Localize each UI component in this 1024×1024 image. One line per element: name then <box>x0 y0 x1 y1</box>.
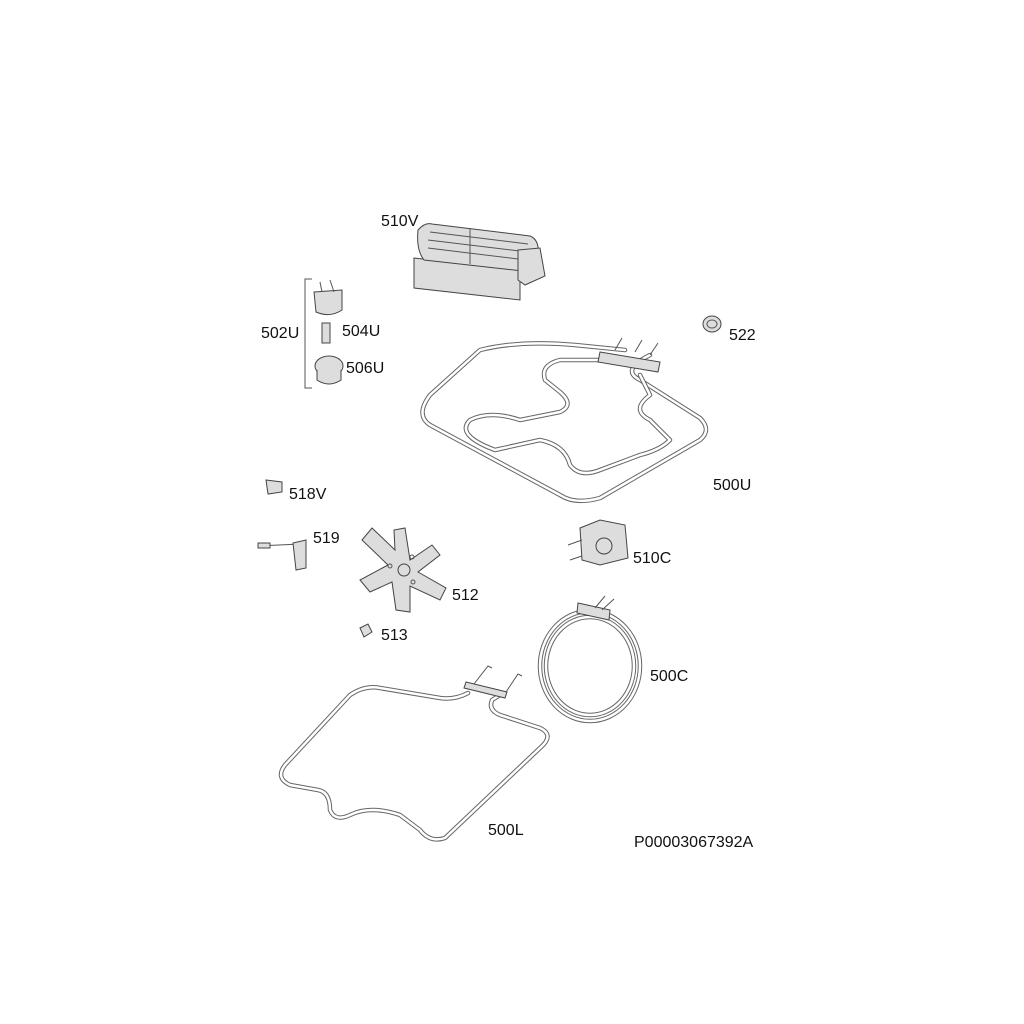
drawing-code: P00003067392A <box>634 834 754 851</box>
part-label-500c: 500C <box>650 668 689 685</box>
tangential-fan-510v[interactable] <box>413 223 546 301</box>
part-label-510v: 510V <box>381 213 419 230</box>
circular-element-500c[interactable] <box>537 595 643 724</box>
part-label-502u: 502U <box>261 325 300 342</box>
fan-blade-512[interactable] <box>359 527 447 613</box>
part-label-512: 512 <box>452 587 479 604</box>
fan-motor-510c[interactable] <box>567 519 629 566</box>
part-label-519: 519 <box>313 530 340 547</box>
part-label-506u: 506U <box>346 360 385 377</box>
bracket-519[interactable] <box>257 539 307 571</box>
clamp-522[interactable] <box>702 315 722 333</box>
part-label-518v: 518V <box>289 486 327 503</box>
part-label-510c: 510C <box>633 550 672 567</box>
part-label-522: 522 <box>729 327 756 344</box>
grill-element-500u[interactable] <box>420 337 709 504</box>
nut-513[interactable] <box>359 623 373 638</box>
part-label-513: 513 <box>381 627 408 644</box>
lamp-assembly-502u[interactable] <box>304 278 344 389</box>
part-label-500u: 500U <box>713 477 752 494</box>
part-label-500l: 500L <box>488 822 524 839</box>
bottom-element-500l[interactable] <box>278 665 550 842</box>
clip-518v[interactable] <box>265 479 283 495</box>
part-label-504u: 504U <box>342 323 381 340</box>
